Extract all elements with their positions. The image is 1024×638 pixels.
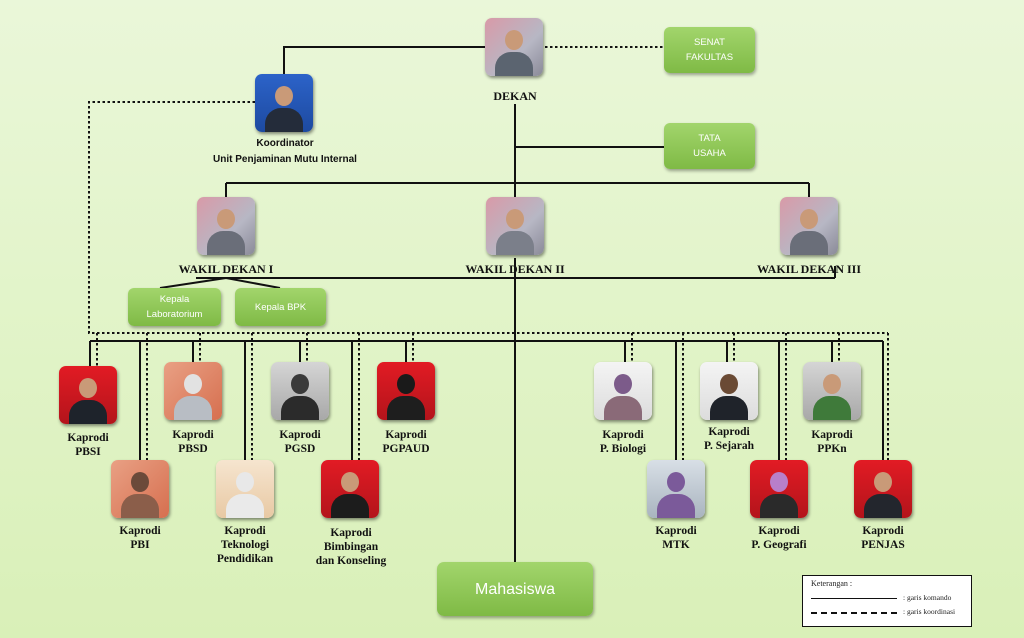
dean-title: DEKAN bbox=[493, 89, 537, 103]
kaprodi-penjas-label-2: PENJAS bbox=[861, 539, 905, 551]
students-box: Mahasiswa bbox=[437, 562, 593, 616]
kaprodi-pbsd-photo bbox=[164, 362, 222, 420]
vice-dean-3-photo bbox=[780, 197, 838, 255]
kaprodi-geografi-label-1: Kaprodi bbox=[758, 525, 800, 537]
legend-coordination-text: : garis koordinasi bbox=[903, 607, 956, 616]
kaprodi-mtk-label-1: Kaprodi bbox=[655, 525, 697, 537]
kaprodi-pbi-label-1: Kaprodi bbox=[119, 525, 161, 537]
kaprodi-penjas-photo bbox=[854, 460, 912, 518]
bpk-head-box: Kepala BPK bbox=[235, 288, 326, 326]
kaprodi-sejarah-label-2: P. Sejarah bbox=[703, 440, 755, 452]
kaprodi-pgpaud-label-2: PGPAUD bbox=[382, 443, 430, 455]
kaprodi-geografi-photo bbox=[750, 460, 808, 518]
kaprodi-bk-label-2: Bimbingan bbox=[323, 541, 379, 553]
kaprodi-tekpend-label-1: Kaprodi bbox=[224, 525, 266, 537]
coordination-line-drops bbox=[96, 333, 889, 460]
senate-box: SENAT FAKULTAS bbox=[664, 27, 755, 73]
kaprodi-pbsi-photo bbox=[59, 366, 117, 424]
vice-dean-1-photo bbox=[197, 197, 255, 255]
kaprodi-pgsd-photo bbox=[271, 362, 329, 420]
legend-coordination-row: : garis koordinasi bbox=[811, 607, 961, 617]
kaprodi-pgsd-label-1: Kaprodi bbox=[279, 429, 321, 441]
kaprodi-pbi-photo bbox=[111, 460, 169, 518]
legend: Keterangan : : garis komando : garis koo… bbox=[802, 575, 972, 627]
kaprodi-biologi-label-1: Kaprodi bbox=[602, 429, 644, 441]
legend-command-line bbox=[811, 598, 897, 599]
kaprodi-mtk-label-2: MTK bbox=[662, 539, 690, 551]
kaprodi-biologi-label-2: P. Biologi bbox=[599, 443, 647, 455]
kaprodi-biologi-photo bbox=[594, 362, 652, 420]
kaprodi-pgpaud-photo bbox=[377, 362, 435, 420]
legend-command-text: : garis komando bbox=[903, 593, 952, 602]
kaprodi-pbi-label-2: PBI bbox=[130, 539, 150, 551]
kaprodi-sejarah-photo bbox=[700, 362, 758, 420]
kaprodi-pgpaud-label-1: Kaprodi bbox=[385, 429, 427, 441]
command-line-sub-units bbox=[159, 277, 281, 289]
coordinator-label-1: Koordinator bbox=[256, 138, 314, 149]
coordinator-label-2: Unit Penjaminan Mutu Internal bbox=[213, 154, 357, 165]
command-line-kaprodi-drops bbox=[89, 341, 884, 460]
command-line-vice-bar bbox=[225, 182, 810, 197]
kaprodi-pbsd-label-1: Kaprodi bbox=[172, 429, 214, 441]
coordination-line-coordinator bbox=[88, 101, 888, 334]
vice-dean-1-title: WAKIL DEKAN I bbox=[178, 262, 274, 276]
kaprodi-mtk-photo bbox=[647, 460, 705, 518]
vice-dean-2-title: WAKIL DEKAN II bbox=[465, 262, 565, 276]
kaprodi-tekpend-label-3: Pendidikan bbox=[216, 553, 274, 565]
kaprodi-ppkn-label-1: Kaprodi bbox=[811, 429, 853, 441]
command-line-dean-coordinator bbox=[283, 46, 485, 74]
legend-coordination-line bbox=[811, 612, 897, 614]
legend-title: Keterangan : bbox=[811, 579, 853, 588]
kaprodi-ppkn-label-2: PPKn bbox=[817, 443, 847, 455]
kaprodi-pbsd-label-2: PBSD bbox=[178, 443, 208, 455]
kaprodi-sejarah-label-1: Kaprodi bbox=[708, 426, 750, 438]
kaprodi-pbsi-label-1: Kaprodi bbox=[67, 432, 109, 444]
kaprodi-pbsi-label-2: PBSI bbox=[75, 446, 101, 458]
vice-dean-3-title: WAKIL DEKAN III bbox=[756, 262, 862, 276]
kaprodi-bk-photo bbox=[321, 460, 379, 518]
kaprodi-pgsd-label-2: PGSD bbox=[284, 443, 316, 455]
kaprodi-ppkn-photo bbox=[803, 362, 861, 420]
lab-head-box: Kepala Laboratorium bbox=[128, 288, 221, 326]
legend-command-row: : garis komando bbox=[811, 593, 961, 603]
kaprodi-penjas-label-1: Kaprodi bbox=[862, 525, 904, 537]
admin-box: TATA USAHA bbox=[664, 123, 755, 169]
kaprodi-tekpend-label-2: Teknologi bbox=[220, 539, 270, 551]
dean-photo bbox=[485, 18, 543, 76]
vice-dean-2-photo bbox=[486, 197, 544, 255]
kaprodi-bk-label-3: dan Konseling bbox=[315, 555, 387, 567]
kaprodi-bk-label-1: Kaprodi bbox=[330, 527, 372, 539]
kaprodi-geografi-label-2: P. Geografi bbox=[751, 539, 807, 551]
coordinator-photo bbox=[255, 74, 313, 132]
kaprodi-tekpend-photo bbox=[216, 460, 274, 518]
